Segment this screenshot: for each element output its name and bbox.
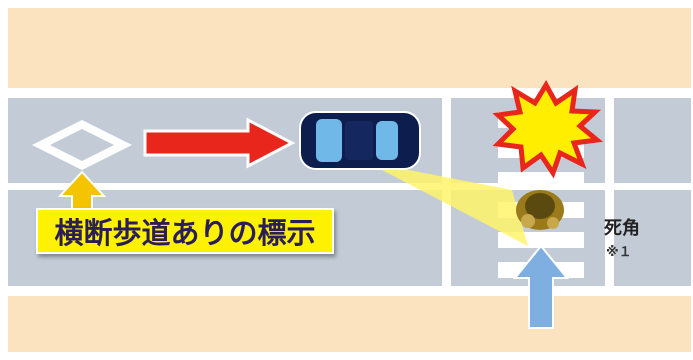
blind-spot-footnote-mark: ※１ — [606, 245, 632, 260]
red-arrow-icon — [143, 117, 296, 169]
sidewalk-bottom — [8, 296, 691, 352]
sign-label-box: 横断歩道ありの標示 — [36, 208, 334, 254]
driver-sight-cone — [378, 168, 528, 246]
sign-label-text: 横断歩道ありの標示 — [54, 216, 316, 250]
yellow-arrow-icon — [57, 170, 107, 213]
curb-line-bottom — [8, 286, 691, 296]
sidewalk-top — [8, 8, 691, 92]
lane-divider-line — [8, 183, 691, 190]
pedestrian-topview-icon — [516, 190, 564, 230]
car-topview-icon — [299, 111, 421, 170]
collision-burst-icon — [492, 80, 604, 179]
crosswalk-stripe — [498, 172, 584, 188]
blind-spot-label: 死角 — [604, 218, 640, 239]
blue-arrow-icon — [512, 244, 570, 329]
diamond-road-marking-icon — [32, 120, 132, 170]
curb-line-top — [8, 88, 691, 98]
road-edge-line — [605, 98, 614, 286]
